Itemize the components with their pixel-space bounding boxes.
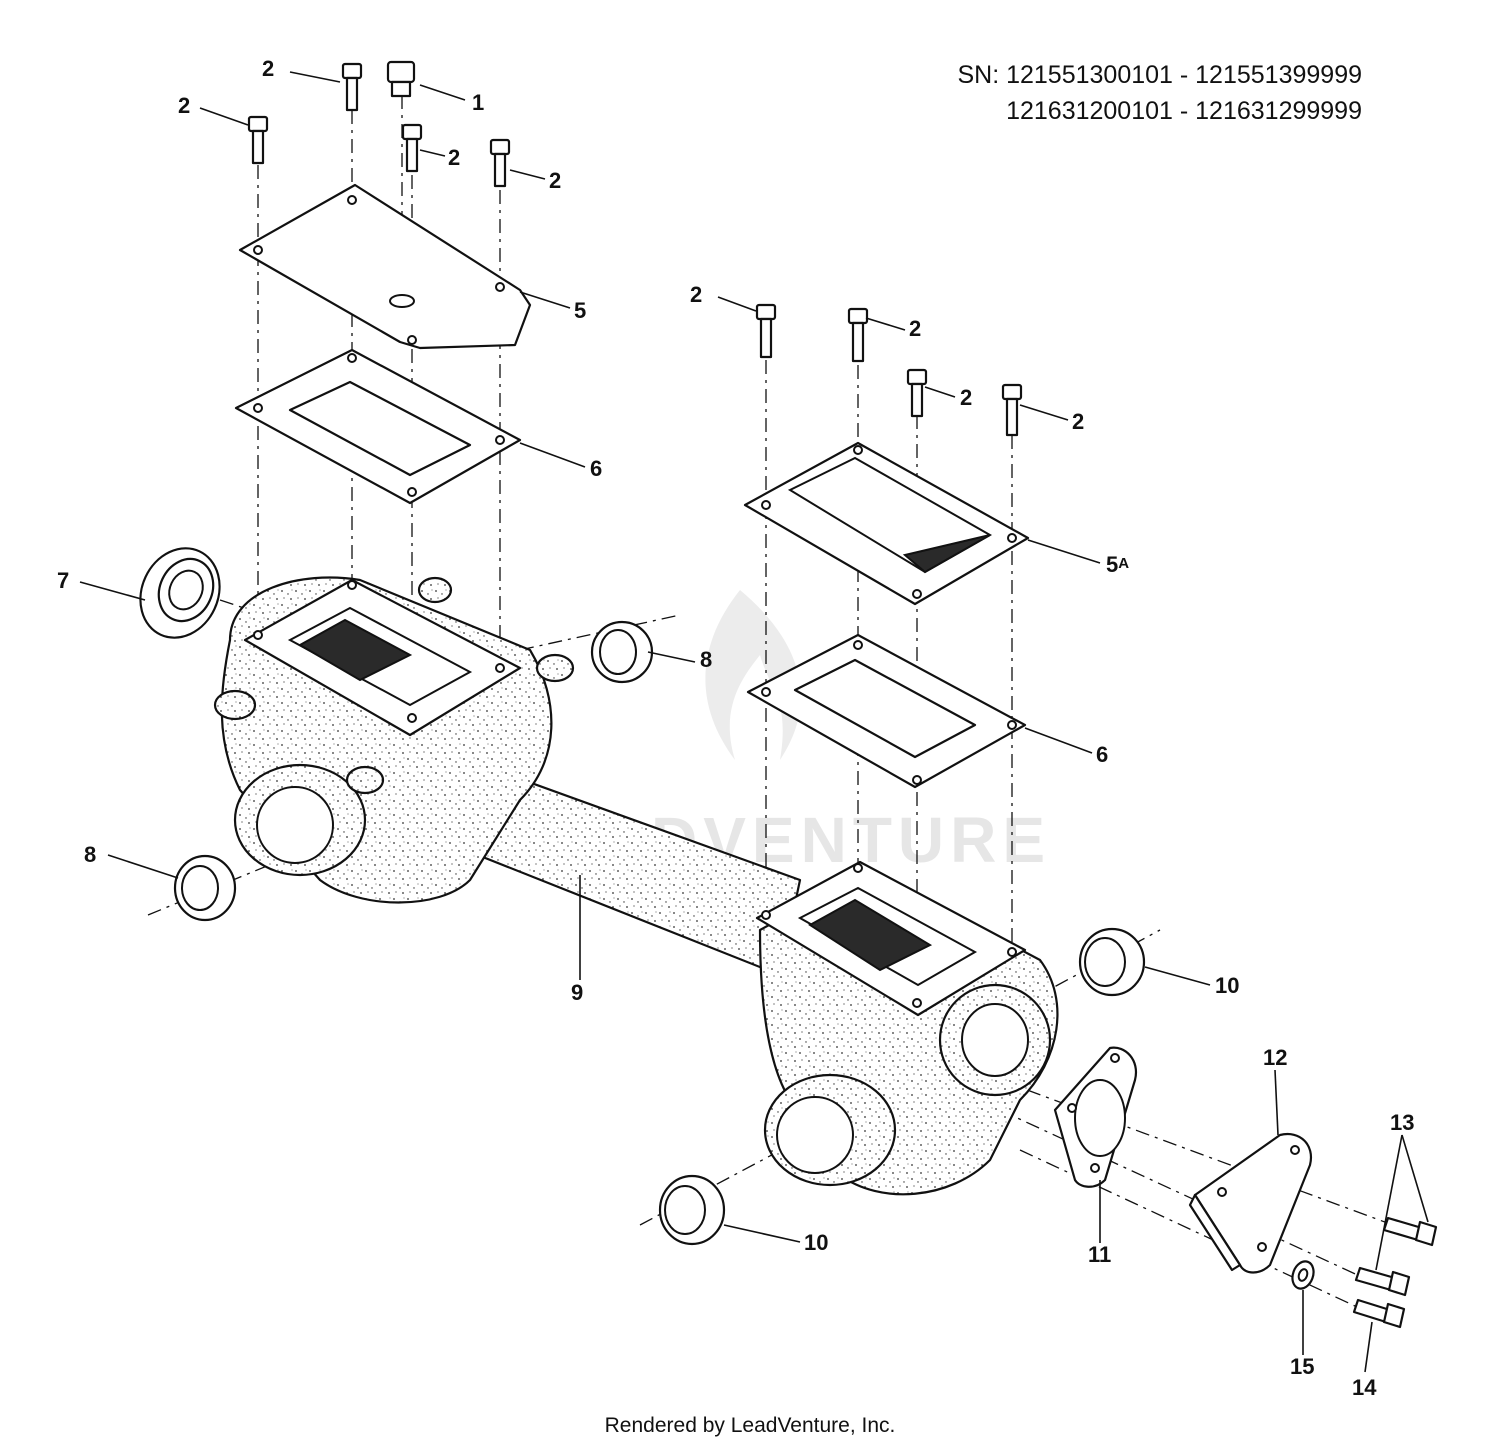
callout-5A: 5A (1106, 552, 1129, 577)
callout-7: 7 (57, 568, 69, 593)
callout-5A-suffix: A (1118, 555, 1129, 572)
bolt (847, 307, 869, 363)
callout-5A-number: 5 (1106, 552, 1118, 577)
callout-10: 10 (1215, 973, 1239, 998)
bolt-14 (1352, 1298, 1406, 1329)
bolt-13-lower (1354, 1266, 1411, 1297)
bearing-8-lower (173, 854, 237, 922)
callout-1: 1 (472, 90, 484, 115)
callout-2: 2 (960, 385, 972, 410)
callout-8: 8 (84, 842, 96, 867)
bolt-group-right (755, 303, 1023, 437)
footer-credit: Rendered by LeadVenture, Inc. (605, 1414, 896, 1437)
callout-10: 10 (804, 1230, 828, 1255)
callout-2: 2 (178, 93, 190, 118)
callout-5: 5 (574, 298, 586, 323)
callout-13: 13 (1390, 1110, 1414, 1135)
bearing-10-lower (658, 1174, 726, 1246)
callout-12: 12 (1263, 1045, 1287, 1070)
callout-8: 8 (700, 647, 712, 672)
bearing-7 (139, 547, 221, 639)
bearing-10-upper (1078, 927, 1146, 997)
bolt-group-left (247, 60, 511, 188)
bolt (906, 368, 928, 418)
callout-2: 2 (690, 282, 702, 307)
callout-6: 6 (590, 456, 602, 481)
callout-9: 9 (571, 980, 583, 1005)
bolt-13-upper (1382, 1216, 1438, 1247)
bolt (341, 62, 363, 112)
callout-6: 6 (1096, 742, 1108, 767)
bolt (489, 138, 511, 188)
serial-number-line-2: 121631200101 - 121631299999 (1006, 97, 1362, 125)
gasket-6-left (234, 348, 522, 505)
cover-plate-5A (743, 441, 1030, 606)
gasket-11 (1053, 1046, 1138, 1188)
callout-2: 2 (549, 168, 561, 193)
serial-number-line-1: SN: 121551300101 - 121551399999 (957, 61, 1362, 89)
callout-14: 14 (1352, 1375, 1377, 1400)
callout-2: 2 (262, 56, 274, 81)
bolt (1001, 383, 1023, 437)
axle-housing-9 (213, 576, 1059, 1196)
cover-plate-5 (238, 183, 532, 350)
callout-2: 2 (1072, 409, 1084, 434)
bearing-8-upper (590, 620, 654, 684)
callout-2: 2 (448, 145, 460, 170)
bolt (401, 123, 423, 173)
leader-lines (79, 71, 1429, 1373)
callout-11: 11 (1088, 1242, 1111, 1267)
callouts: 1 2 2 2 2 5 6 2 2 2 2 5A 6 7 8 8 9 10 10… (57, 56, 1414, 1400)
cover-12 (1188, 1132, 1313, 1274)
bolt (755, 303, 777, 359)
washer-15 (1291, 1260, 1315, 1290)
bolt (247, 115, 269, 165)
gasket-6-right (746, 633, 1027, 789)
drain-plug (386, 60, 416, 98)
callout-15: 15 (1290, 1354, 1314, 1379)
callout-2: 2 (909, 316, 921, 341)
